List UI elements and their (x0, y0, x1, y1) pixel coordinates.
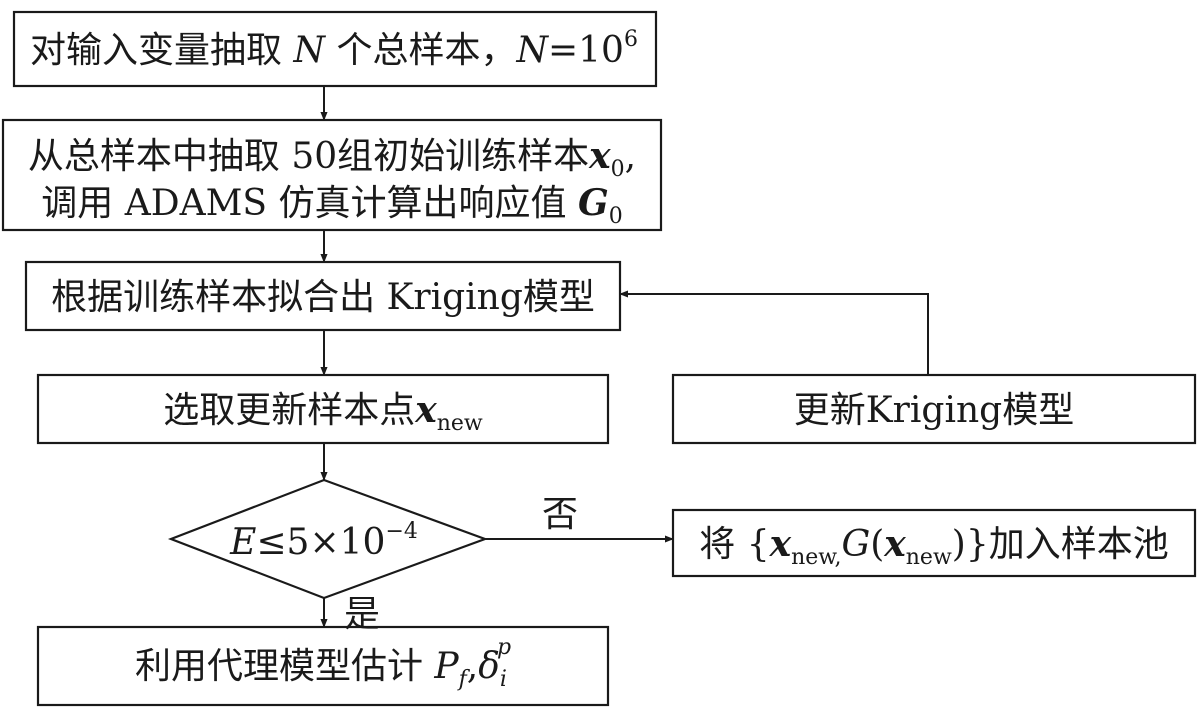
node-estimate-var-delta: δ (478, 646, 500, 687)
node-select-sub: new (437, 411, 483, 436)
node-estimate: 利用代理模型估计 Pf,δip (36, 625, 610, 707)
node-estimate-comma: , (467, 646, 478, 687)
node-add: 将 {xnew,G(xnew)}加入样本池 (671, 508, 1197, 578)
node-estimate-var-p: P (433, 646, 459, 687)
node-sample: 对输入变量抽取 N 个总样本，N=106 (12, 10, 658, 88)
node-initial-line1-tail: , (625, 136, 636, 177)
node-initial-line2-sub: 0 (609, 204, 623, 229)
node-sample-text-a: 对输入变量抽取 (30, 30, 293, 71)
node-sample-text-b: 个总样本， (325, 30, 516, 71)
node-update-box (671, 373, 1197, 445)
node-initial-line2-text: 调用 ADAMS 仿真计算出响应值 (41, 183, 578, 224)
node-initial-line1-text: 从总样本中抽取 50组初始训练样本 (28, 136, 589, 177)
node-select: 选取更新样本点xnew (36, 373, 610, 445)
node-update: 更新Kriging模型 (671, 373, 1197, 445)
node-initial-line1: 从总样本中抽取 50组初始训练样本x0, (28, 135, 636, 182)
node-select-var: x (414, 389, 437, 431)
edge-update-to-fit (619, 290, 929, 375)
node-add-var-g: G (841, 524, 870, 565)
node-add-label: 将 {xnew,G(xnew)}加入样本池 (699, 523, 1169, 570)
node-initial: 从总样本中抽取 50组初始训练样本x0, 调用 ADAMS 仿真计算出响应值 G… (1, 118, 663, 232)
node-estimate-sup-p: p (497, 635, 511, 660)
node-add-text-a: 将 { (699, 524, 769, 565)
node-add-sub-new: new, (791, 545, 841, 570)
node-sample-box (12, 10, 658, 88)
node-sample-var-n: N (293, 30, 327, 71)
node-fit: 根据训练样本拟合出 Kriging模型 (24, 260, 622, 332)
node-initial-box (1, 118, 663, 232)
node-decision-text: ≤5×10 (256, 522, 385, 563)
node-add-paren-open: ( (870, 524, 884, 565)
edge-label-yes: 是 (344, 594, 380, 635)
node-initial-line1-sub: 0 (611, 157, 625, 182)
node-add-sub-new2: new (906, 545, 952, 570)
node-sample-text-c: =10 (548, 30, 624, 71)
node-add-box (671, 508, 1197, 578)
node-sample-label: 对输入变量抽取 N 个总样本，N=106 (30, 27, 638, 71)
node-initial-line2: 调用 ADAMS 仿真计算出响应值 G0 (41, 182, 622, 229)
node-add-var-x2: x (883, 523, 906, 565)
node-add-text-b: )}加入样本池 (952, 524, 1169, 565)
node-sample-var-n2: N (515, 30, 549, 71)
node-decision-var: E (229, 522, 256, 563)
node-estimate-sub-i: i (500, 667, 507, 692)
node-sample-exp: 6 (624, 27, 638, 52)
node-update-label: 更新Kriging模型 (794, 390, 1074, 431)
node-initial-line1-var: x (588, 135, 611, 177)
edge-label-no: 否 (542, 494, 578, 535)
node-estimate-text: 利用代理模型估计 (135, 646, 434, 687)
node-select-box (36, 373, 610, 445)
node-select-label: 选取更新样本点xnew (163, 389, 483, 436)
node-decision-label: E≤5×10−4 (229, 519, 418, 563)
node-decision: E≤5×10−4 (167, 478, 489, 600)
node-estimate-box (36, 625, 610, 707)
node-add-var-x: x (769, 523, 792, 565)
node-select-text: 选取更新样本点 (163, 390, 415, 431)
node-initial-line2-var: G (578, 182, 609, 224)
node-fit-label: 根据训练样本拟合出 Kriging模型 (51, 277, 595, 318)
node-decision-exp: −4 (385, 519, 417, 544)
node-estimate-label: 利用代理模型估计 Pf,δip (135, 635, 511, 692)
